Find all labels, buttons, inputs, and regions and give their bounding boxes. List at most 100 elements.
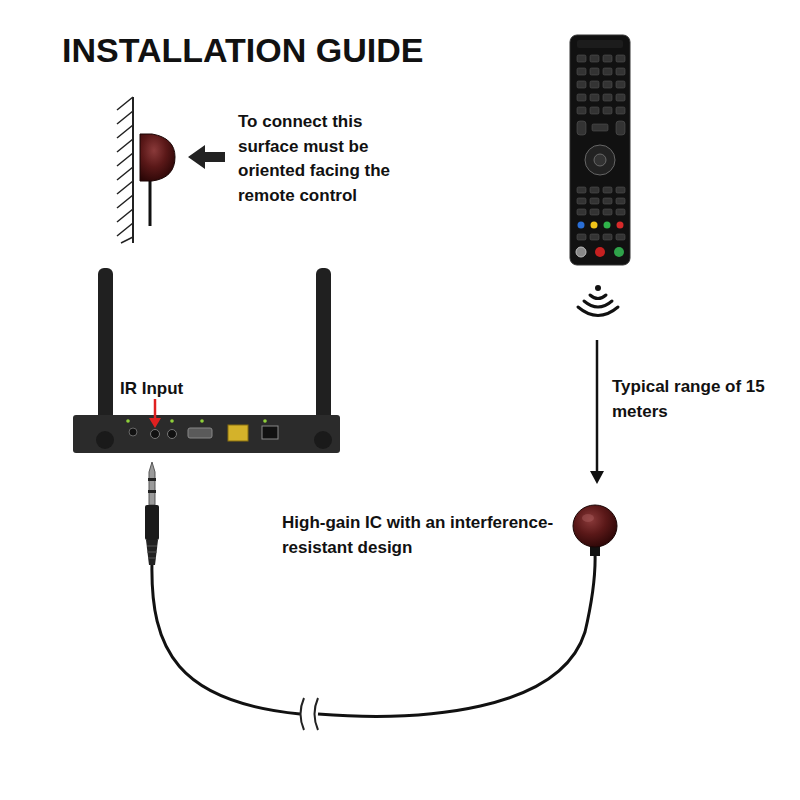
button bbox=[616, 55, 625, 62]
button bbox=[577, 209, 586, 215]
feature-label: High-gain IC with an interference-resist… bbox=[282, 511, 562, 560]
button bbox=[616, 187, 625, 193]
led bbox=[263, 419, 267, 423]
antenna-base bbox=[96, 431, 114, 449]
arrow-shaft bbox=[596, 340, 599, 472]
color-button bbox=[617, 222, 624, 229]
power-button bbox=[595, 247, 605, 257]
button bbox=[577, 198, 586, 204]
optical-port bbox=[262, 426, 278, 439]
ethernet-port bbox=[228, 425, 248, 441]
button bbox=[616, 121, 625, 135]
led bbox=[170, 419, 174, 423]
hdmi-port bbox=[188, 428, 212, 438]
button bbox=[590, 107, 599, 114]
sensor-cable bbox=[149, 178, 152, 226]
button bbox=[616, 68, 625, 75]
button bbox=[603, 81, 612, 88]
button bbox=[590, 94, 599, 101]
button bbox=[616, 81, 625, 88]
color-button bbox=[591, 222, 598, 229]
button bbox=[590, 234, 599, 240]
ir-sensor-dome bbox=[140, 134, 175, 181]
button bbox=[590, 198, 599, 204]
wall-hatch bbox=[117, 97, 133, 243]
antenna-base bbox=[314, 431, 332, 449]
button bbox=[577, 94, 586, 101]
button bbox=[616, 198, 625, 204]
box-body bbox=[73, 415, 340, 453]
button bbox=[603, 94, 612, 101]
ok-button bbox=[594, 154, 606, 166]
ir-input-arrow bbox=[149, 399, 161, 428]
receiver-box bbox=[73, 268, 340, 453]
break-mark bbox=[315, 698, 319, 730]
button bbox=[603, 107, 612, 114]
button bbox=[603, 198, 612, 204]
color-button bbox=[604, 222, 611, 229]
color-button bbox=[578, 222, 585, 229]
button bbox=[577, 234, 586, 240]
ir-port bbox=[151, 430, 160, 439]
wave-arc bbox=[578, 307, 618, 316]
callout-note: To connect this surface must be oriented… bbox=[238, 110, 418, 209]
port-label: IR Input bbox=[120, 377, 183, 402]
plug-ring bbox=[148, 490, 156, 493]
wall-line bbox=[132, 97, 134, 243]
range-arrow bbox=[590, 340, 604, 484]
button bbox=[603, 187, 612, 193]
plug-body bbox=[145, 505, 159, 540]
wall-sensor bbox=[140, 134, 175, 226]
jack-plug bbox=[145, 462, 159, 565]
button bbox=[590, 68, 599, 75]
wave-arc bbox=[590, 295, 606, 299]
d-pad bbox=[585, 145, 615, 175]
button bbox=[590, 187, 599, 193]
highlight bbox=[582, 514, 594, 522]
round-button bbox=[614, 247, 624, 257]
button bbox=[577, 107, 586, 114]
plug-tip bbox=[149, 462, 155, 505]
button bbox=[603, 234, 612, 240]
remote-control bbox=[570, 35, 630, 265]
cable bbox=[152, 562, 300, 714]
button bbox=[603, 209, 612, 215]
button bbox=[603, 55, 612, 62]
range-label: Typical range of 15 meters bbox=[612, 375, 772, 424]
port bbox=[168, 430, 177, 439]
button bbox=[590, 81, 599, 88]
arrow-shaft bbox=[154, 399, 157, 419]
wave-arc bbox=[584, 301, 612, 307]
button bbox=[590, 55, 599, 62]
port bbox=[129, 428, 137, 436]
button bbox=[577, 121, 586, 135]
pointer-arrow bbox=[188, 145, 225, 169]
button bbox=[577, 55, 586, 62]
button bbox=[590, 209, 599, 215]
plug-ring bbox=[148, 478, 156, 481]
arrow-head bbox=[590, 471, 604, 484]
button bbox=[577, 68, 586, 75]
signal-waves bbox=[578, 285, 618, 316]
remote-logo-area bbox=[577, 40, 623, 48]
arrow-head bbox=[149, 418, 161, 428]
button bbox=[592, 124, 608, 131]
button bbox=[577, 187, 586, 193]
led bbox=[126, 419, 130, 423]
strain-relief bbox=[146, 540, 158, 565]
button bbox=[577, 81, 586, 88]
led bbox=[200, 419, 204, 423]
round-button bbox=[576, 247, 586, 257]
far-sensor bbox=[573, 505, 617, 556]
wall bbox=[117, 97, 133, 243]
page-title: INSTALLATION GUIDE bbox=[62, 30, 423, 71]
remote-buttons bbox=[577, 55, 625, 240]
button bbox=[603, 68, 612, 75]
button bbox=[616, 94, 625, 101]
button bbox=[616, 107, 625, 114]
button bbox=[616, 234, 625, 240]
remote-body bbox=[570, 35, 630, 265]
wave-dot bbox=[595, 285, 601, 291]
